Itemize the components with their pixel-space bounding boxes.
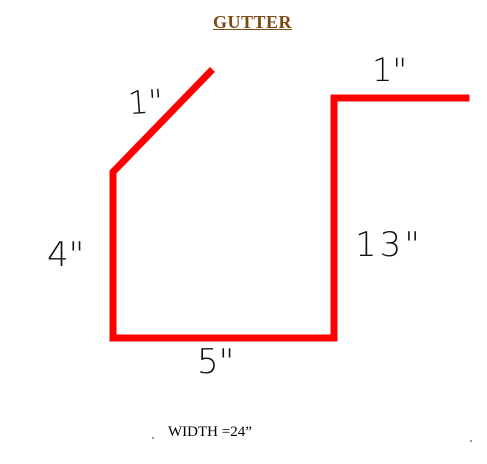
dimension-right-side: 13" — [355, 225, 423, 265]
scan-speck — [152, 437, 154, 439]
dimension-left-side: 4" — [47, 235, 85, 275]
gutter-profile-line — [109, 67, 470, 342]
dimension-bottom: 5" — [197, 342, 235, 382]
dimension-top-right: 1" — [372, 51, 408, 89]
width-note: WIDTH =24” — [168, 424, 252, 440]
dimension-left-slope: 1" — [126, 81, 165, 123]
scan-speck — [470, 440, 472, 442]
diagram-title: GUTTER — [212, 12, 293, 32]
